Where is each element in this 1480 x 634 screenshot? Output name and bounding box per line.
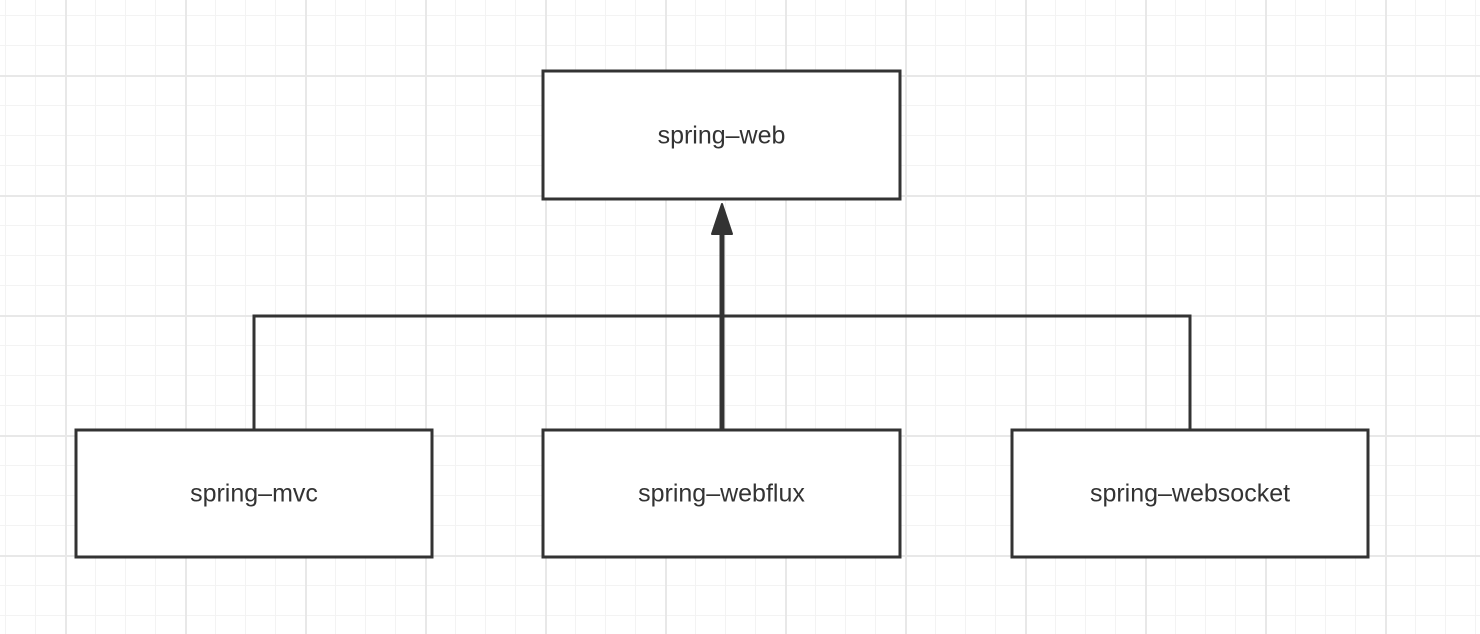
node-spring-websocket-box [1010,428,1370,559]
node-spring-web-box [541,69,902,201]
node-spring-mvc-box [74,428,434,559]
inheritance-arrow-head [711,203,733,235]
node-spring-mvc-label: spring–mvc [190,480,318,508]
node-spring-mvc[interactable]: spring–mvc [74,428,434,559]
node-spring-web-label: spring–web [658,122,786,150]
node-spring-websocket[interactable]: spring–websocket [1010,428,1370,559]
node-spring-webflux-label: spring–webflux [638,480,805,508]
node-spring-web[interactable]: spring–web [541,69,902,201]
node-spring-webflux[interactable]: spring–webflux [541,428,902,559]
node-spring-websocket-label: spring–websocket [1090,480,1290,508]
node-spring-webflux-box [541,428,902,559]
